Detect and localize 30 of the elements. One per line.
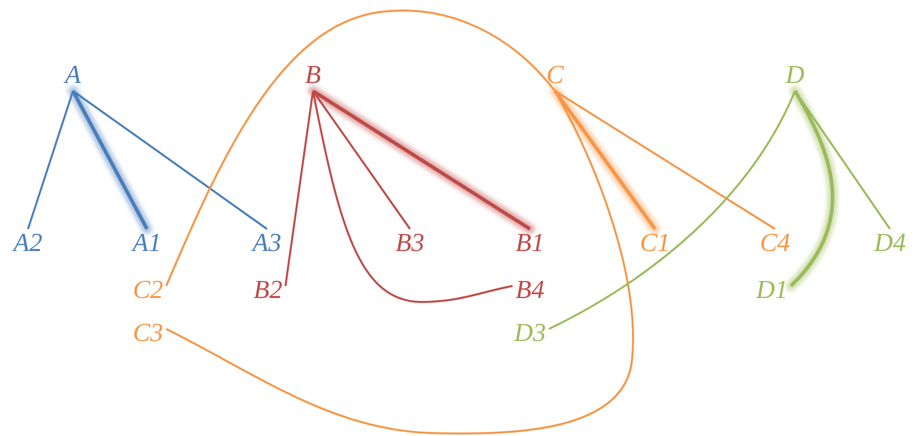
node-label: C3 — [132, 318, 164, 348]
node-label: C — [546, 60, 564, 90]
node-label: A1 — [132, 228, 162, 258]
branch-line — [72, 90, 268, 230]
branch-line — [548, 90, 796, 330]
branch-line — [27, 90, 74, 230]
highlighted-branch-line — [550, 86, 660, 234]
node-label: D3 — [514, 318, 546, 348]
node-label: B — [305, 60, 321, 90]
node-label: A — [65, 60, 81, 90]
node-label: C2 — [132, 275, 164, 305]
branch-line — [312, 90, 513, 303]
node-label: B3 — [396, 228, 424, 258]
highlighted-branch-line — [786, 86, 838, 291]
node-label: B1 — [516, 228, 544, 258]
branch-line — [554, 90, 776, 230]
node-label: C4 — [760, 228, 790, 258]
node-label: D1 — [756, 275, 788, 305]
node-label: A2 — [14, 228, 42, 258]
node-label: D4 — [874, 228, 906, 258]
highlighted-branch-line — [68, 86, 152, 234]
node-label: C1 — [640, 228, 670, 258]
node-label: B4 — [516, 275, 544, 305]
node-label: A3 — [252, 228, 282, 258]
highlighted-branch-line — [308, 86, 535, 234]
branch-line — [284, 90, 314, 286]
node-label: D — [786, 60, 804, 90]
branch-line — [165, 10, 556, 286]
branch-line — [794, 90, 891, 230]
node-label: B2 — [254, 275, 282, 305]
